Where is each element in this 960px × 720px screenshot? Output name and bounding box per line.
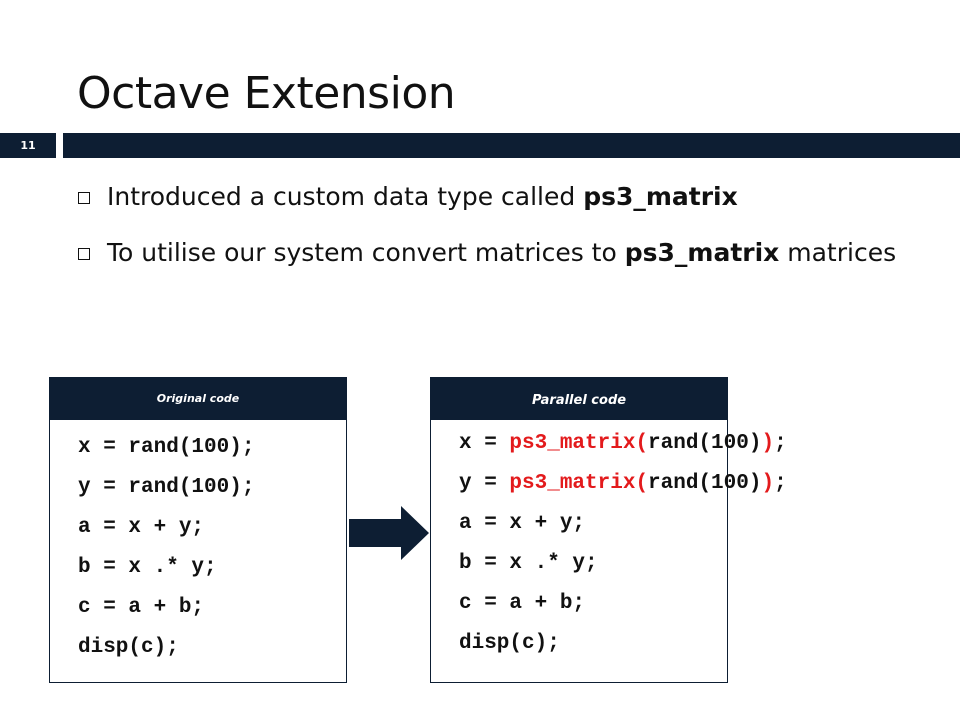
bullet-item: To utilise our system convert matrices t… xyxy=(78,231,938,275)
parallel-code-panel: Parallel code x = ps3_matrix(rand(100));… xyxy=(430,377,787,683)
code-line: y = ps3_matrix(rand(100)); xyxy=(459,464,787,504)
code-line: b = x .* y; xyxy=(78,556,217,579)
original-code-header: Original code xyxy=(50,378,346,420)
code-segment: ; xyxy=(774,472,787,495)
code-segment: ; xyxy=(774,432,787,455)
title-divider-bar xyxy=(63,133,960,158)
square-bullet-icon xyxy=(78,192,90,204)
code-line: c = a + b; xyxy=(78,596,205,619)
code-line: c = a + b; xyxy=(459,592,586,615)
code-line: a = x + y; xyxy=(459,512,586,535)
bullet-text: To utilise our system convert matrices t… xyxy=(107,238,625,267)
parallel-code-block: x = ps3_matrix(rand(100)); y = ps3_matri… xyxy=(431,420,787,664)
bullet-item: Introduced a custom data type called ps3… xyxy=(78,175,938,219)
bullet-text: Introduced a custom data type called xyxy=(107,182,584,211)
bullet-tail-text: matrices xyxy=(779,238,897,267)
bullet-bold-term: ps3_matrix xyxy=(624,238,780,267)
original-code-block: x = rand(100); y = rand(100); a = x + y;… xyxy=(50,420,346,668)
slide-title: Octave Extension xyxy=(77,68,456,119)
code-line: y = rand(100); xyxy=(78,476,255,499)
right-arrow-icon xyxy=(349,506,429,560)
bullet-list: Introduced a custom data type called ps3… xyxy=(78,175,938,275)
code-segment: rand(100) xyxy=(648,472,762,495)
code-segment: y = xyxy=(459,472,510,495)
code-highlight: ) xyxy=(761,432,775,455)
code-line: x = ps3_matrix(rand(100)); xyxy=(459,424,787,464)
original-code-panel: Original code x = rand(100); y = rand(10… xyxy=(49,377,347,683)
parallel-code-header: Parallel code xyxy=(431,378,727,420)
code-highlight: ps3_matrix( xyxy=(509,472,649,495)
code-line: x = rand(100); xyxy=(78,436,255,459)
code-line: disp(c); xyxy=(459,632,560,655)
bullet-bold-term: ps3_matrix xyxy=(583,182,738,211)
slide-number: 11 xyxy=(0,133,56,158)
code-segment: x = xyxy=(459,432,510,455)
code-highlight: ps3_matrix( xyxy=(509,432,649,455)
code-line: disp(c); xyxy=(78,636,179,659)
square-bullet-icon xyxy=(78,248,90,260)
code-line: a = x + y; xyxy=(78,516,205,539)
code-highlight: ) xyxy=(761,472,775,495)
code-segment: rand(100) xyxy=(648,432,762,455)
code-line: b = x .* y; xyxy=(459,552,598,575)
